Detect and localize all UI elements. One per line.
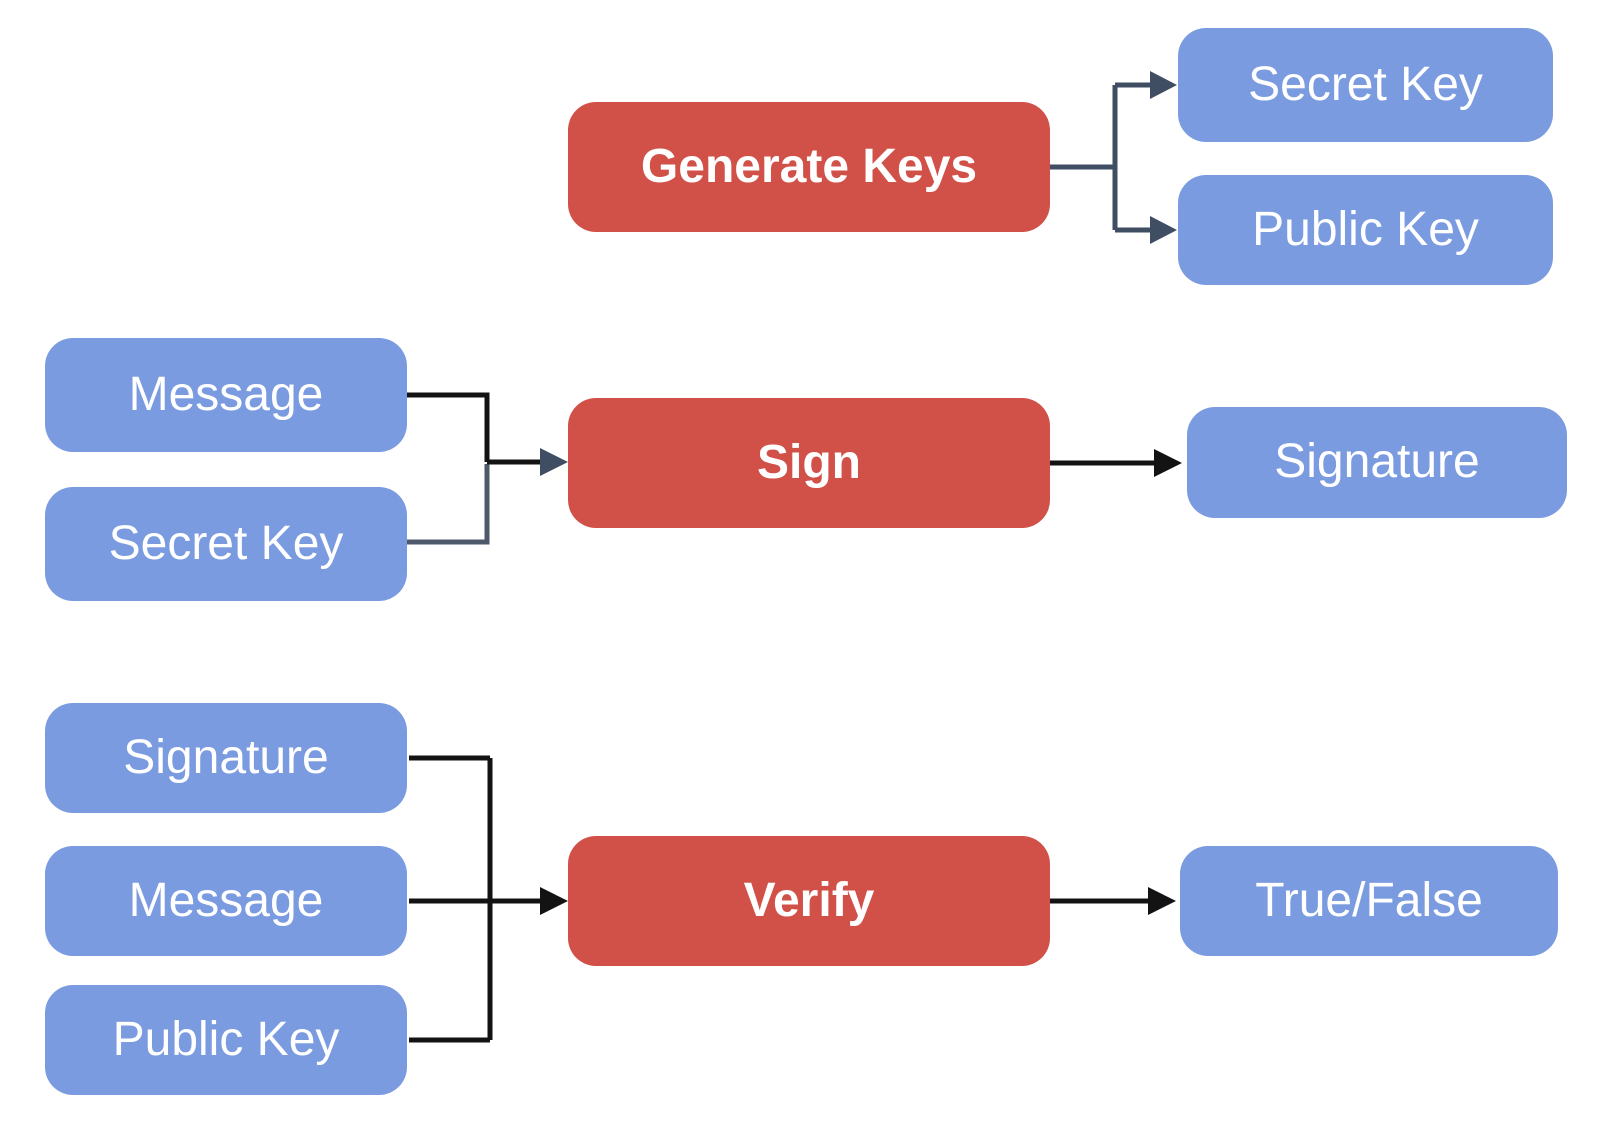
true-false-output-node: True/False (1180, 846, 1558, 956)
generate-keys-connector (1050, 71, 1177, 244)
arrowhead-to-signature (1154, 449, 1182, 477)
message-sign-input-node: Message (45, 338, 407, 452)
signature-verify-input-node: Signature (45, 703, 407, 813)
public-key-output-node: Public Key (1178, 175, 1553, 285)
public-key-verify-input-node: Public Key (45, 985, 407, 1095)
arrowhead-to-true-false (1148, 887, 1176, 915)
arrowhead-to-sign (540, 448, 568, 476)
verify-node: Verify (568, 836, 1050, 966)
secret-key-sign-input-node: Secret Key (45, 487, 407, 601)
generate-keys-node: Generate Keys (568, 102, 1050, 232)
sign-output-connector (1050, 449, 1182, 477)
arrowhead-to-public-key (1150, 216, 1177, 244)
arrowhead-to-verify (540, 887, 568, 915)
sign-node: Sign (568, 398, 1050, 528)
message-verify-input-node: Message (45, 846, 407, 956)
verify-output-connector (1050, 887, 1176, 915)
arrowhead-to-secret-key (1150, 71, 1177, 99)
sign-input-connector (407, 392, 568, 545)
secret-key-output-node: Secret Key (1178, 28, 1553, 142)
verify-input-connector (409, 755, 568, 1043)
signature-output-node: Signature (1187, 407, 1567, 518)
